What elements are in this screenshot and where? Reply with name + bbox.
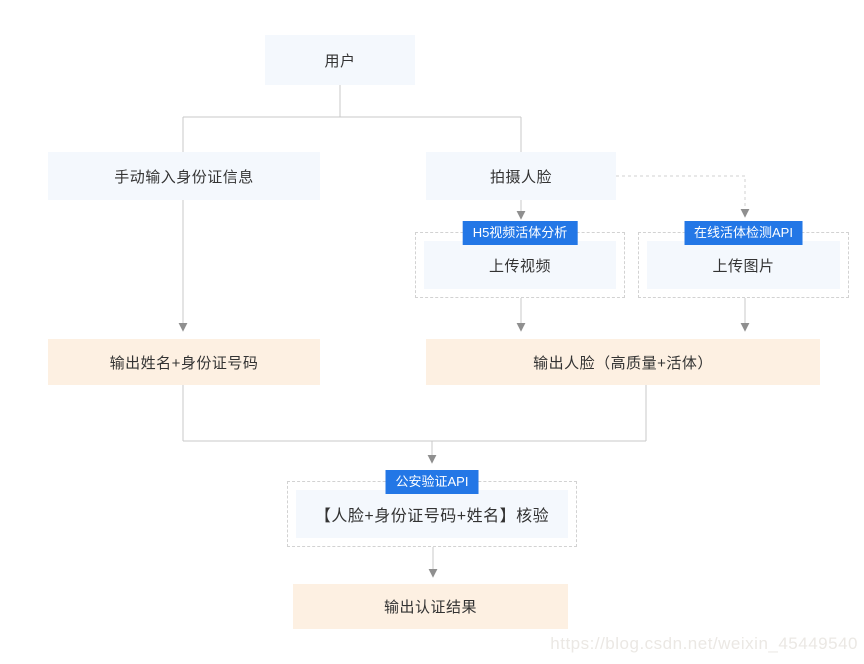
node-output-face-label: 输出人脸（高质量+活体） [533, 354, 713, 372]
node-upload-image: 上传图片 [647, 241, 840, 289]
tag-h5-video-liveness-api: H5视频活体分析 [462, 221, 578, 245]
node-manual-id-input-label: 手动输入身份证信息 [114, 168, 254, 186]
tag-online-liveness-api: 在线活体检测API [684, 221, 803, 245]
node-user: 用户 [265, 35, 415, 85]
node-output-auth-result-label: 输出认证结果 [383, 599, 477, 616]
node-upload-image-label: 上传图片 [712, 257, 775, 275]
node-upload-video: 上传视频 [424, 241, 616, 289]
node-upload-video-label: 上传视频 [488, 257, 551, 275]
node-user-label: 用户 [324, 52, 356, 70]
tag-police-verify-api: 公安验证API [385, 470, 479, 494]
node-verify-check-label: 【人脸+身份证号码+姓名】核验 [314, 508, 550, 525]
node-output-face: 输出人脸（高质量+活体） [426, 339, 820, 385]
node-output-name-id-label: 输出姓名+身份证号码 [109, 354, 259, 372]
node-capture-face: 拍摄人脸 [426, 152, 616, 200]
arrow-capture-to-online [616, 175, 750, 218]
node-manual-id-input: 手动输入身份证信息 [48, 152, 320, 200]
node-output-name-id: 输出姓名+身份证号码 [48, 339, 320, 385]
node-output-auth-result: 输出认证结果 [293, 584, 568, 629]
node-verify-check: 【人脸+身份证号码+姓名】核验 [296, 490, 568, 538]
group-online-liveness-api: 在线活体检测API 上传图片 [638, 221, 849, 298]
watermark-url: https://blog.csdn.net/weixin_45449540 [550, 634, 858, 653]
group-police-verify-api: 公安验证API 【人脸+身份证号码+姓名】核验 [287, 470, 577, 547]
node-capture-face-label: 拍摄人脸 [489, 168, 552, 186]
group-h5-video-liveness: H5视频活体分析 上传视频 [415, 221, 625, 298]
